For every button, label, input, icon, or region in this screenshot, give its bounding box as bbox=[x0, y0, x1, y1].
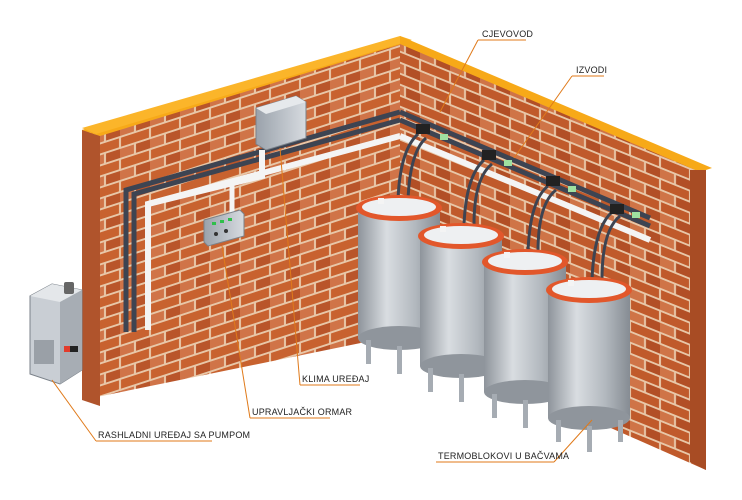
label-cjevovod: CJEVOVOD bbox=[482, 29, 533, 39]
label-klima-uredjaj: KLIMA UREĐAJ bbox=[302, 374, 369, 384]
label-upravljacki-ormar: UPRAVLJAČKI ORMAR bbox=[252, 407, 353, 417]
label-rashladni-uredjaj: RASHLADNI UREĐAJ SA PUMPOM bbox=[98, 430, 250, 440]
upravljacki-ormar-cabinet bbox=[203, 209, 245, 247]
wine-tanks bbox=[356, 195, 632, 452]
pipe-network bbox=[123, 109, 652, 332]
leader-termoblokovi-diag bbox=[553, 419, 593, 463]
leader-cjevovod-diag bbox=[439, 39, 479, 113]
klima-uredjaj-box bbox=[255, 95, 307, 151]
leader-klima-diag bbox=[279, 147, 301, 386]
leader-rashladni-diag bbox=[51, 379, 97, 442]
label-termoblokovi: TERMOBLOKOVI U BAČVAMA bbox=[438, 451, 569, 461]
tank-4 bbox=[546, 277, 632, 452]
leader-ormar-diag bbox=[221, 245, 251, 419]
label-izvodi: IZVODI bbox=[576, 65, 607, 75]
leader-izvodi-diag bbox=[513, 75, 573, 159]
leader-lines bbox=[51, 39, 604, 463]
rashladni-uredjaj-unit bbox=[29, 282, 83, 385]
